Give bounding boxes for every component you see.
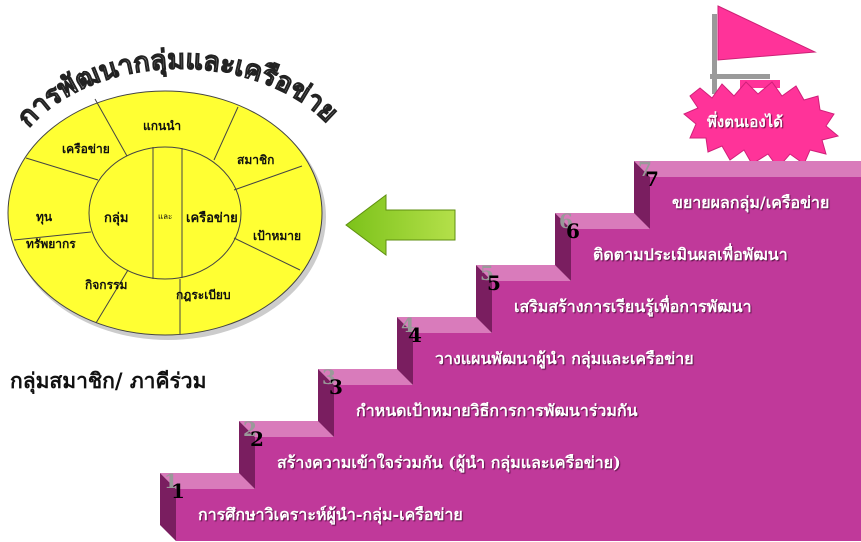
step-number: 4	[408, 323, 422, 347]
step-number: 7	[645, 167, 659, 191]
step-number-shadow: 1	[164, 469, 178, 493]
inner-circle	[88, 146, 242, 280]
flag-pennant	[717, 5, 817, 61]
step-number-shadow: 5	[480, 261, 494, 285]
step-side	[239, 421, 255, 489]
step-face	[176, 489, 861, 541]
step-label: วางแผนพัฒนาผู้นำ กลุ่มและเครือข่าย	[435, 349, 694, 368]
step-label: ติดตามประเมินผลเพื่อพัฒนา	[593, 245, 788, 264]
step-number-shadow: 7	[638, 157, 652, 181]
step-number-shadow: 6	[559, 209, 573, 233]
flag-base	[710, 74, 770, 79]
step-number-shadow: 4	[401, 313, 415, 337]
step-label: สร้างความเข้าใจร่วมกัน (ผู้นำ กลุ่มและเค…	[277, 453, 621, 472]
step-side	[634, 161, 650, 229]
center-label-and: และ	[158, 212, 173, 221]
step-label: กำหนดเป้าหมายวิธีการการพัฒนาร่วมกัน	[356, 401, 638, 420]
step-side	[318, 369, 334, 437]
step-label: การศึกษาวิเคราะห์ผู้นำ-กลุ่ม-เครือข่าย	[198, 505, 463, 524]
step-side	[160, 473, 176, 541]
step-label: ขยายผลกลุ่ม/เครือข่าย	[672, 193, 830, 212]
segment-label-activity: กิจกรรม	[85, 278, 128, 292]
flag-icon	[710, 5, 817, 94]
step-number: 6	[566, 219, 580, 243]
step-side	[397, 317, 413, 385]
step-label: เสริมสร้างการเรียนรู้เพื่อการพัฒนา	[514, 297, 752, 316]
segment-label-leader: แกนนำ	[143, 119, 182, 133]
step-number-shadow: 3	[322, 365, 336, 389]
spoke	[95, 269, 129, 324]
step-number: 1	[171, 479, 185, 503]
step-face	[650, 177, 861, 229]
step-face	[413, 333, 861, 385]
flag-pole	[712, 14, 717, 94]
spoke	[233, 165, 303, 191]
spoke	[213, 106, 239, 161]
step-number: 5	[487, 271, 501, 295]
segment-label-member: สมาชิก	[237, 153, 275, 167]
segment-label-network: เครือข่าย	[62, 142, 110, 156]
step-face	[334, 385, 861, 437]
staircase	[160, 161, 861, 541]
step-face	[571, 229, 861, 281]
step-face	[492, 281, 861, 333]
spoke	[13, 231, 92, 241]
step-number-shadow: 2	[243, 417, 257, 441]
center-label-group: กลุ่ม	[104, 211, 129, 226]
step-face	[255, 437, 861, 489]
spoke	[94, 98, 128, 157]
center-label-network: เครือข่าย	[186, 211, 238, 226]
step-top	[634, 161, 861, 177]
green-arrow-icon	[345, 194, 456, 256]
step-number: 3	[329, 375, 343, 399]
step-side	[476, 265, 492, 333]
spoke	[25, 157, 99, 181]
step-number: 2	[250, 427, 264, 451]
flag-tab	[740, 80, 780, 88]
circle-caption: กลุ่มสมาชิก/ ภาคีร่วม	[10, 368, 207, 393]
spoke	[233, 237, 301, 271]
segment-label-capital: ทุน	[36, 210, 53, 224]
segment-label-goal: เป้าหมาย	[253, 229, 302, 243]
segment-label-rules: กฎระเบียบ	[176, 288, 231, 302]
step-side	[555, 213, 571, 281]
starburst-icon	[683, 81, 840, 169]
segment-label-resources: ทรัพยากร	[26, 237, 76, 251]
self-reliance-label: พึ่งตนเองได้	[707, 113, 783, 131]
